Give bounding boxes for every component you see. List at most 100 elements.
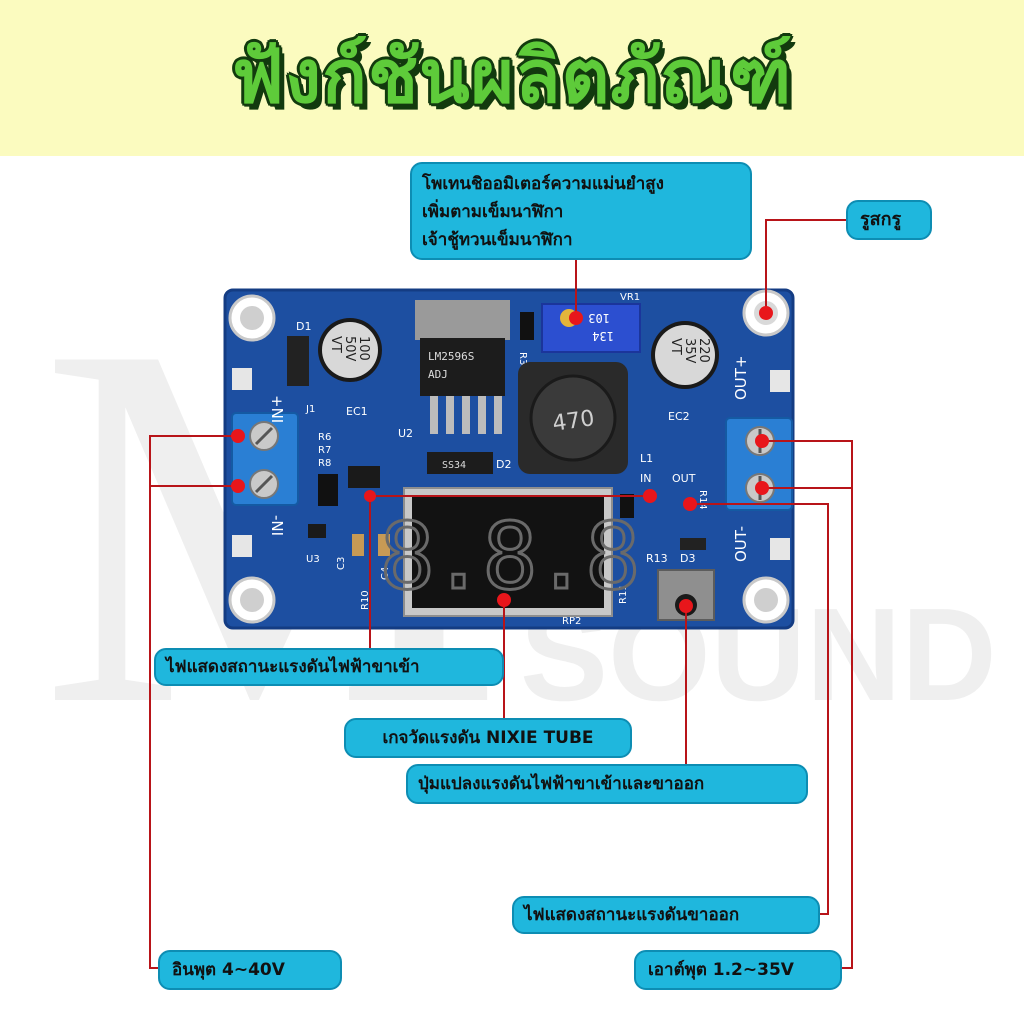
inductor-470: 470: [518, 362, 628, 474]
marker-out-led: [683, 497, 697, 511]
svg-text:R10: R10: [360, 590, 371, 610]
svg-text:RP2: RP2: [562, 616, 581, 627]
svg-text:R3: R3: [517, 352, 528, 365]
callout-switch-button-label: ปุ่มแปลงแรงดันไฟฟ้าขาเข้าและขาออก: [418, 774, 705, 794]
callout-output-indicator: ไฟแสดงสถานะแรงดันขาออก: [512, 896, 820, 934]
callout-output-range: เอาต์พุต 1.2~35V: [634, 950, 842, 990]
regulator-lm2596: LM2596S ADJ: [415, 300, 510, 434]
svg-text:U3: U3: [306, 554, 320, 565]
callout-input-indicator: ไฟแสดงสถานะแรงดันไฟฟ้าขาเข้า: [154, 648, 504, 686]
label-ec1: EC1: [346, 405, 368, 418]
line-output-indicator: [690, 503, 829, 915]
solder-pad: [232, 368, 252, 390]
svg-text:8.8.8: 8.8.8: [380, 503, 637, 610]
label-u2: U2: [398, 427, 413, 440]
diode-ss34: [427, 452, 493, 474]
label-in-minus: -NI: [268, 515, 286, 536]
svg-text:LM2596S: LM2596S: [428, 350, 474, 363]
svg-text:R6: R6: [318, 432, 331, 443]
capacitor-c3: [352, 534, 364, 556]
svg-text:R13: R13: [646, 552, 668, 565]
output-terminal-block: [725, 417, 793, 511]
callout-voltmeter: เกจวัดแรงดัน NIXIE TUBE: [344, 718, 632, 758]
svg-text:SS34: SS34: [442, 460, 466, 471]
callout-input-range: อินพุต 4~40V: [158, 950, 342, 990]
callout-markers: [231, 306, 773, 613]
resistor-r3: [520, 312, 534, 340]
mounting-hole-top-left: [228, 294, 276, 342]
input-indicator-chip: [348, 466, 380, 488]
resistor-network: [318, 474, 338, 506]
solder-pad: [770, 370, 790, 392]
svg-text:OUT: OUT: [672, 472, 696, 485]
marker-in-led: [643, 489, 657, 503]
marker-input-indicator: [364, 490, 376, 502]
svg-text:C3: C3: [336, 557, 347, 570]
marker-output-minus: [755, 481, 769, 495]
callout-screw-hole-label: รูสกรู: [860, 209, 902, 230]
seven-segment-display: 8.8.8: [378, 487, 642, 617]
regulator-u3: [308, 524, 326, 538]
pcb-board: +NI -NI D1 100 50V VT EC1 LM2596S ADJ U2: [223, 288, 795, 630]
label-d1: D1: [296, 320, 311, 333]
callout-lines: [149, 219, 853, 969]
diode-d1: [287, 336, 309, 386]
solder-pad: [232, 535, 252, 557]
header-banner: [0, 0, 1024, 156]
label-ec2: EC2: [668, 410, 690, 423]
label-vr1: VR1: [620, 292, 640, 303]
callout-potentiometer-line1: โพเทนชิออมิเตอร์ความแม่นยำสูง: [422, 174, 664, 194]
marker-output-plus: [755, 434, 769, 448]
callout-voltmeter-label: เกจวัดแรงดัน NIXIE TUBE: [382, 728, 594, 748]
callout-potentiometer-line3: เจ้าชู้ทวนเข็มนาฬิกา: [422, 230, 573, 250]
marker-input-minus: [231, 479, 245, 493]
input-terminal-block: [231, 412, 299, 506]
mounting-hole-bottom-left: [228, 576, 276, 624]
svg-text:VT: VT: [328, 336, 343, 353]
capacitor-c4: [378, 534, 390, 556]
label-l1: L1: [640, 452, 653, 465]
solder-pad: [770, 538, 790, 560]
callout-potentiometer-line2: เพิ่มตามเข็มนาฬิกา: [422, 202, 564, 222]
callout-screw-hole: รูสกรู: [846, 200, 932, 240]
mounting-hole-bottom-right: [742, 576, 790, 624]
callout-output-indicator-label: ไฟแสดงสถานะแรงดันขาออก: [524, 905, 740, 925]
potentiometer-vr1: 103 134: [541, 303, 641, 353]
svg-text:R14: R14: [697, 490, 708, 510]
callout-switch-button: ปุ่มแปลงแรงดันไฟฟ้าขาเข้าและขาออก: [406, 764, 808, 804]
marker-input-plus: [231, 429, 245, 443]
capacitor-ec1: 100 50V VT: [318, 318, 382, 382]
resistor: [620, 494, 634, 518]
callout-potentiometer: โพเทนชิออมิเตอร์ความแม่นยำสูง เพิ่มตามเข…: [410, 162, 752, 260]
svg-text:470: 470: [551, 406, 596, 437]
marker-button: [679, 599, 693, 613]
svg-text:R7: R7: [318, 445, 331, 456]
line-output: [762, 440, 853, 969]
label-in-plus: +NI: [268, 395, 286, 423]
svg-text:IN: IN: [640, 472, 651, 485]
svg-text:ADJ: ADJ: [428, 368, 448, 381]
svg-text:100: 100: [356, 336, 371, 361]
svg-text:C4: C4: [380, 567, 391, 580]
svg-text:35V: 35V: [682, 338, 697, 364]
line-input: [149, 435, 238, 969]
svg-text:134: 134: [592, 329, 614, 343]
callout-input-range-label: อินพุต 4~40V: [172, 960, 285, 980]
svg-text:J1: J1: [305, 404, 315, 415]
svg-text:R11: R11: [618, 584, 629, 604]
svg-text:D3: D3: [680, 552, 695, 565]
svg-text:220: 220: [696, 338, 711, 363]
marker-potentiometer: [569, 311, 583, 325]
svg-text:R8: R8: [318, 458, 331, 469]
marker-voltmeter: [497, 593, 511, 607]
capacitor-ec2: 220 35V VT: [651, 321, 719, 389]
label-out-plus: OUT+: [732, 355, 750, 400]
diode-d3: [680, 538, 706, 550]
callout-input-indicator-label: ไฟแสดงสถานะแรงดันไฟฟ้าขาเข้า: [166, 657, 420, 677]
svg-text:103: 103: [588, 311, 610, 325]
label-d2: D2: [496, 458, 511, 471]
svg-text:VT: VT: [668, 338, 683, 355]
svg-text:50V: 50V: [342, 336, 357, 362]
marker-screw-hole: [759, 306, 773, 320]
